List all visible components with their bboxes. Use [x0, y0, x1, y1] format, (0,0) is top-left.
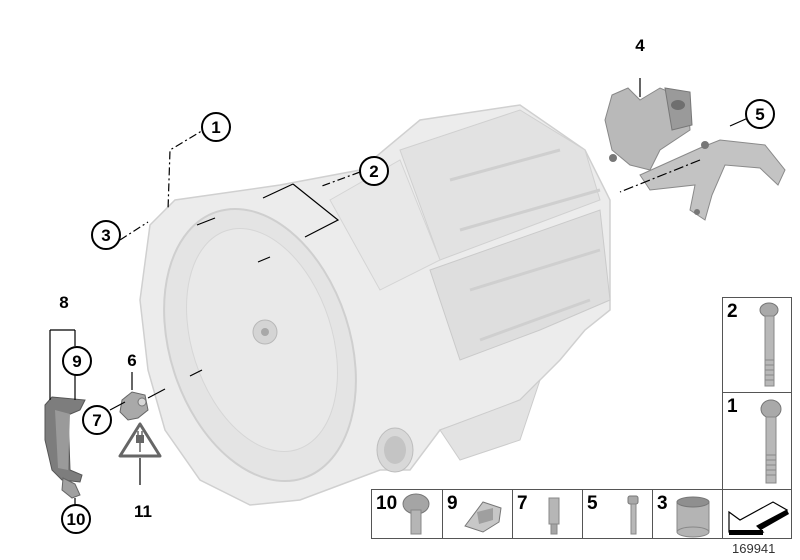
part-cell-2[interactable]: 2	[722, 297, 792, 393]
callout-11[interactable]: 11	[134, 502, 152, 521]
part-cell-3[interactable]: 3	[652, 489, 723, 539]
electrical-warning-icon	[118, 422, 162, 458]
sensor-part-6	[119, 391, 149, 421]
part-number: 5	[587, 493, 598, 514]
callout-2[interactable]: 2	[359, 156, 389, 186]
callout-5[interactable]: 5	[745, 99, 775, 129]
part-number: 10	[376, 493, 398, 514]
leader-lines	[49, 78, 749, 512]
callout-1[interactable]: 1	[201, 112, 231, 142]
heat-shield-part-8	[44, 396, 86, 499]
hex-flange-bolt-icon	[402, 493, 430, 535]
mount-bracket-part-5	[639, 139, 786, 221]
clip-nut-icon	[464, 501, 502, 533]
transmission-housing	[139, 104, 611, 506]
part-number: 3	[657, 493, 668, 514]
long-torx-bolt-icon	[759, 302, 779, 387]
callout-10[interactable]: 10	[61, 504, 91, 534]
part-cell-1[interactable]: 1	[722, 392, 792, 490]
stud-spacer-icon	[548, 497, 560, 535]
torx-bolt-icon	[760, 399, 782, 484]
part-number: 1	[727, 396, 738, 417]
part-number: 7	[517, 493, 528, 514]
part-cell-7[interactable]: 7	[512, 489, 583, 539]
callout-7[interactable]: 7	[82, 405, 112, 435]
part-cell-9[interactable]: 9	[442, 489, 513, 539]
callout-6[interactable]: 6	[127, 351, 137, 370]
part-cell-5[interactable]: 5	[582, 489, 653, 539]
callout-8[interactable]: 8	[59, 293, 69, 312]
callout-9[interactable]: 9	[62, 346, 92, 376]
callout-3[interactable]: 3	[91, 220, 121, 250]
part-number: 2	[727, 301, 738, 322]
hex-bolt-icon	[627, 495, 639, 535]
orientation-arrow-cell	[722, 489, 792, 539]
diagram-id-number: 169941	[732, 541, 776, 556]
callout-4[interactable]: 4	[635, 36, 645, 55]
part-cell-10[interactable]: 10	[371, 489, 443, 539]
gearbox-mount-part-4	[604, 87, 693, 171]
part-number: 9	[447, 493, 458, 514]
dowel-sleeve-icon	[676, 496, 710, 538]
orientation-arrow-icon	[728, 501, 789, 535]
